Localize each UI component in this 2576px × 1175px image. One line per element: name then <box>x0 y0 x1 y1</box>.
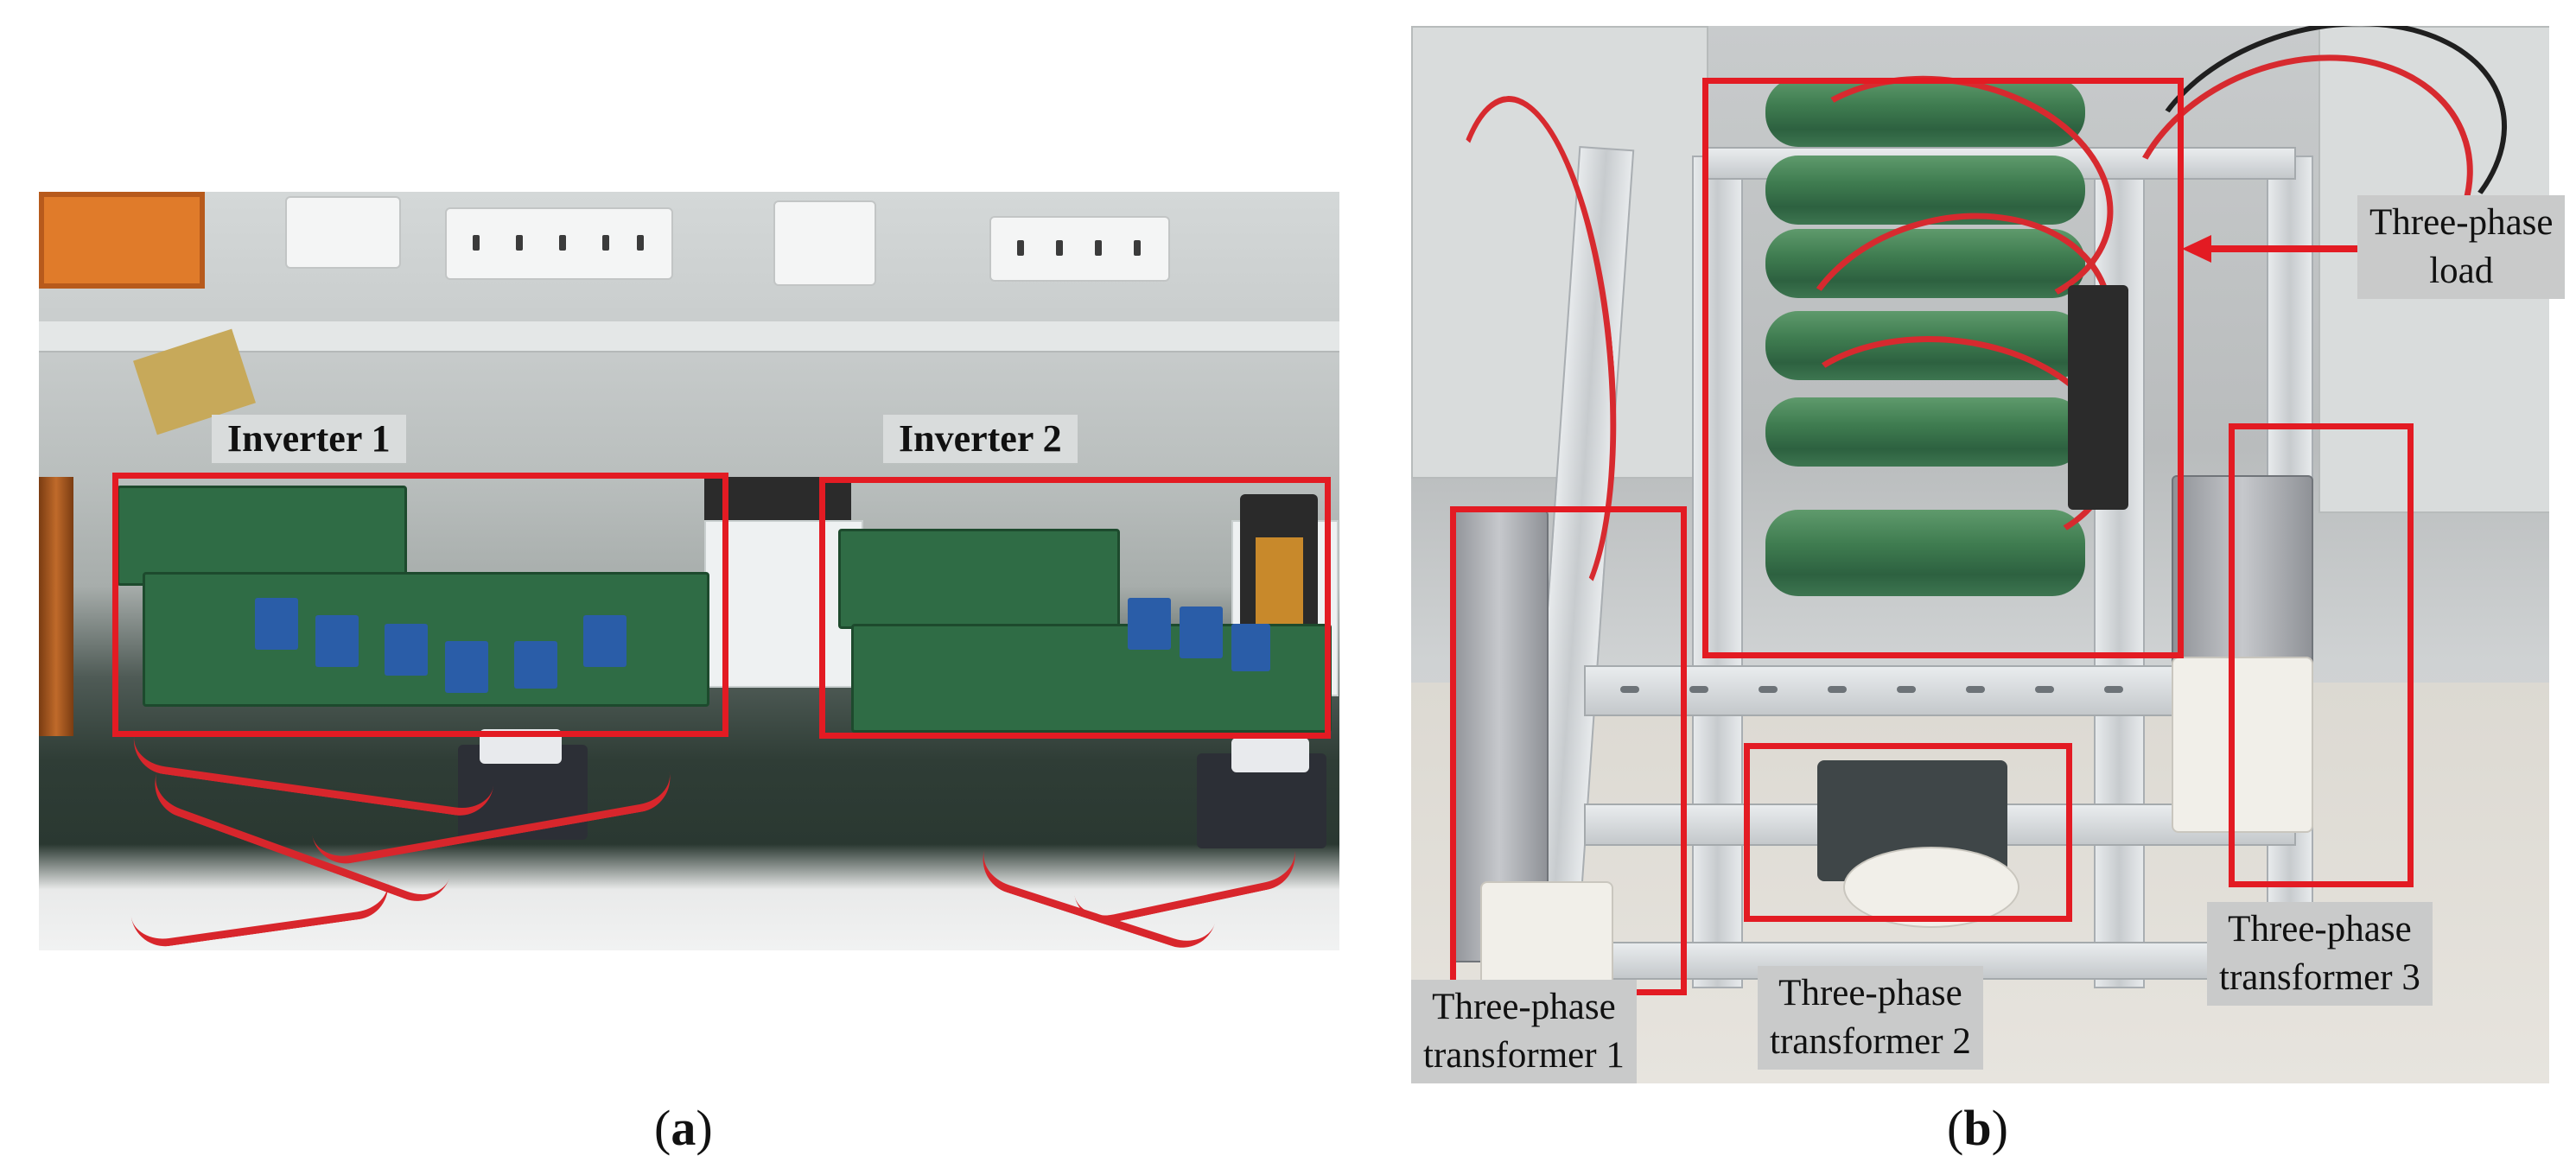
relay <box>1231 624 1270 671</box>
transformer-2-coil <box>1843 847 2019 928</box>
relay <box>315 615 359 667</box>
transformer-3-highlight <box>2229 423 2414 887</box>
three-phase-load-highlight <box>1702 78 2184 658</box>
wall-socket-strip <box>445 207 673 280</box>
power-resistor <box>1765 510 2085 596</box>
power-resistor <box>1765 229 2085 298</box>
relay <box>1180 607 1223 658</box>
power-resistor <box>1765 397 2085 467</box>
white-enclosure <box>704 520 863 688</box>
load-arrow-head <box>2182 235 2211 263</box>
load-arrow-line <box>2204 245 2388 252</box>
transformer-3-coil <box>2172 657 2313 833</box>
transformer-2-highlight <box>1744 743 2072 922</box>
caption-a: (a) <box>654 1100 713 1156</box>
black-enclosure <box>704 477 851 520</box>
power-resistor <box>1765 311 2085 380</box>
inverter-1-label: Inverter 1 <box>212 415 406 463</box>
relay <box>1128 598 1171 650</box>
inverter-2-highlight <box>819 477 1331 739</box>
inverter-2-label: Inverter 2 <box>883 415 1078 463</box>
inverter-1-highlight <box>112 473 728 737</box>
copper-inductor <box>39 477 73 736</box>
wall-socket-strip <box>989 216 1170 282</box>
power-resistor <box>1765 156 2085 225</box>
relay <box>583 615 627 667</box>
contactor <box>458 729 588 840</box>
photo-panel-a: Inverter 1 Inverter 2 <box>39 192 1339 950</box>
cabinet <box>1411 26 1708 479</box>
wall-switch <box>773 200 876 286</box>
transformer-1-highlight <box>1450 506 1687 995</box>
relay <box>385 624 428 676</box>
power-resistor <box>1765 78 2085 147</box>
relay <box>514 641 557 689</box>
wall-picture <box>39 192 205 289</box>
wall-shelf <box>39 321 1339 352</box>
transformer-1-coil <box>1480 881 1613 997</box>
contactor <box>1197 738 1326 848</box>
terminal-strip <box>2068 285 2128 510</box>
control-board <box>838 529 1120 629</box>
relay <box>445 641 488 693</box>
caption-b: (b) <box>1947 1100 2008 1156</box>
relay <box>255 598 298 650</box>
wall-socket <box>285 196 401 269</box>
photo-panel-b <box>1411 26 2549 1083</box>
